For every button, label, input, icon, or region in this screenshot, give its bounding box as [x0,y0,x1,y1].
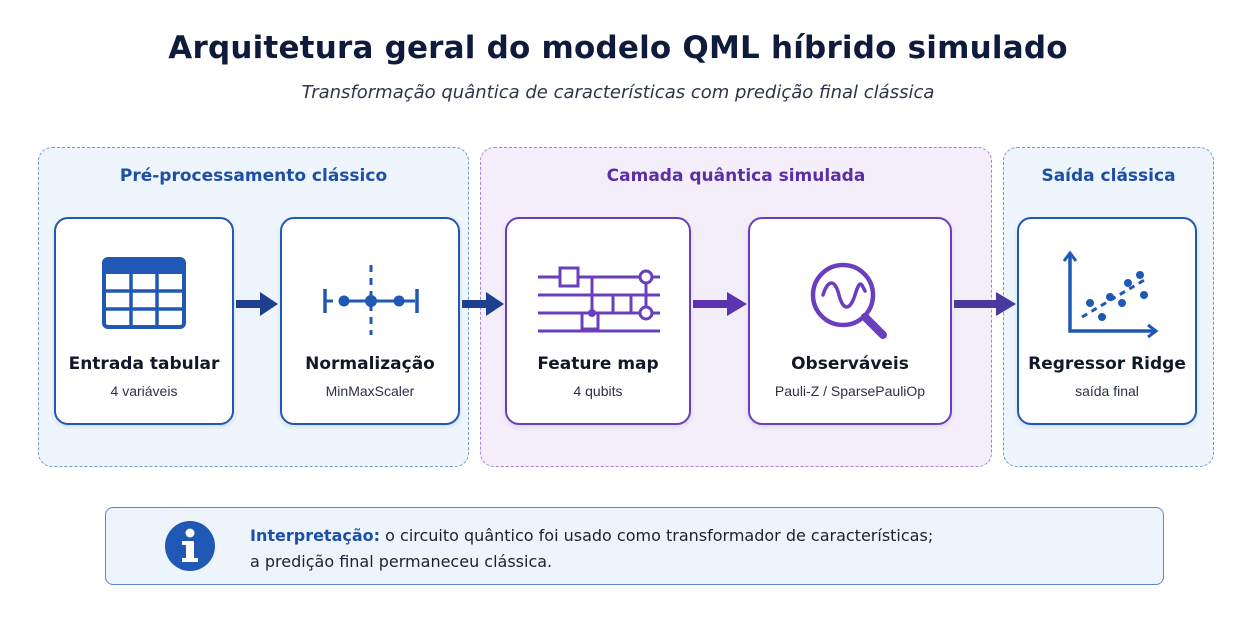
card-subtitle: saída final [1075,383,1139,399]
card-title: Observáveis [791,354,909,374]
note-label: Interpretação: [250,526,381,545]
card-normalization: Normalização MinMaxScaler [280,217,460,425]
scatter-regression-icon [1062,250,1159,339]
card-title: Feature map [537,354,659,374]
section-quantum-title: Camada quântica simulada [606,166,866,186]
quantum-circuit-icon [538,266,660,333]
table-icon [102,257,186,329]
section-output-title: Saída clássica [1041,166,1176,186]
note-text-line2: a predição final permaneceu clássica. [250,552,553,571]
magnifier-wave-icon [810,262,887,339]
note-text-line1: o circuito quântico foi usado como trans… [385,526,934,545]
arrow-right-icon [462,292,504,316]
card-feature-map: Feature map 4 qubits [505,217,691,425]
card-subtitle: 4 variáveis [110,383,178,399]
card-title: Normalização [305,354,435,374]
card-observables: Observáveis Pauli-Z / SparsePauliOp [748,217,952,425]
card-subtitle: 4 qubits [573,383,623,399]
scaler-icon [323,265,419,335]
arrow-right-icon [693,292,747,316]
card-subtitle: Pauli-Z / SparsePauliOp [774,383,926,399]
arrow-right-icon [954,292,1016,316]
diagram-title: Arquitetura geral do modelo QML híbrido … [168,30,1068,66]
info-icon [165,521,215,571]
section-preprocessing-title: Pré-processamento clássico [119,166,388,186]
card-ridge-regressor: Regressor Ridge saída final [1017,217,1197,425]
card-title: Regressor Ridge [1028,354,1186,374]
interpretation-note: Interpretação: o circuito quântico foi u… [105,507,1164,585]
card-title: Entrada tabular [68,354,220,374]
diagram-subtitle: Transformação quântica de característica… [301,82,935,103]
card-tabular-input: Entrada tabular 4 variáveis [54,217,234,425]
arrow-right-icon [236,292,278,316]
card-subtitle: MinMaxScaler [325,383,415,399]
